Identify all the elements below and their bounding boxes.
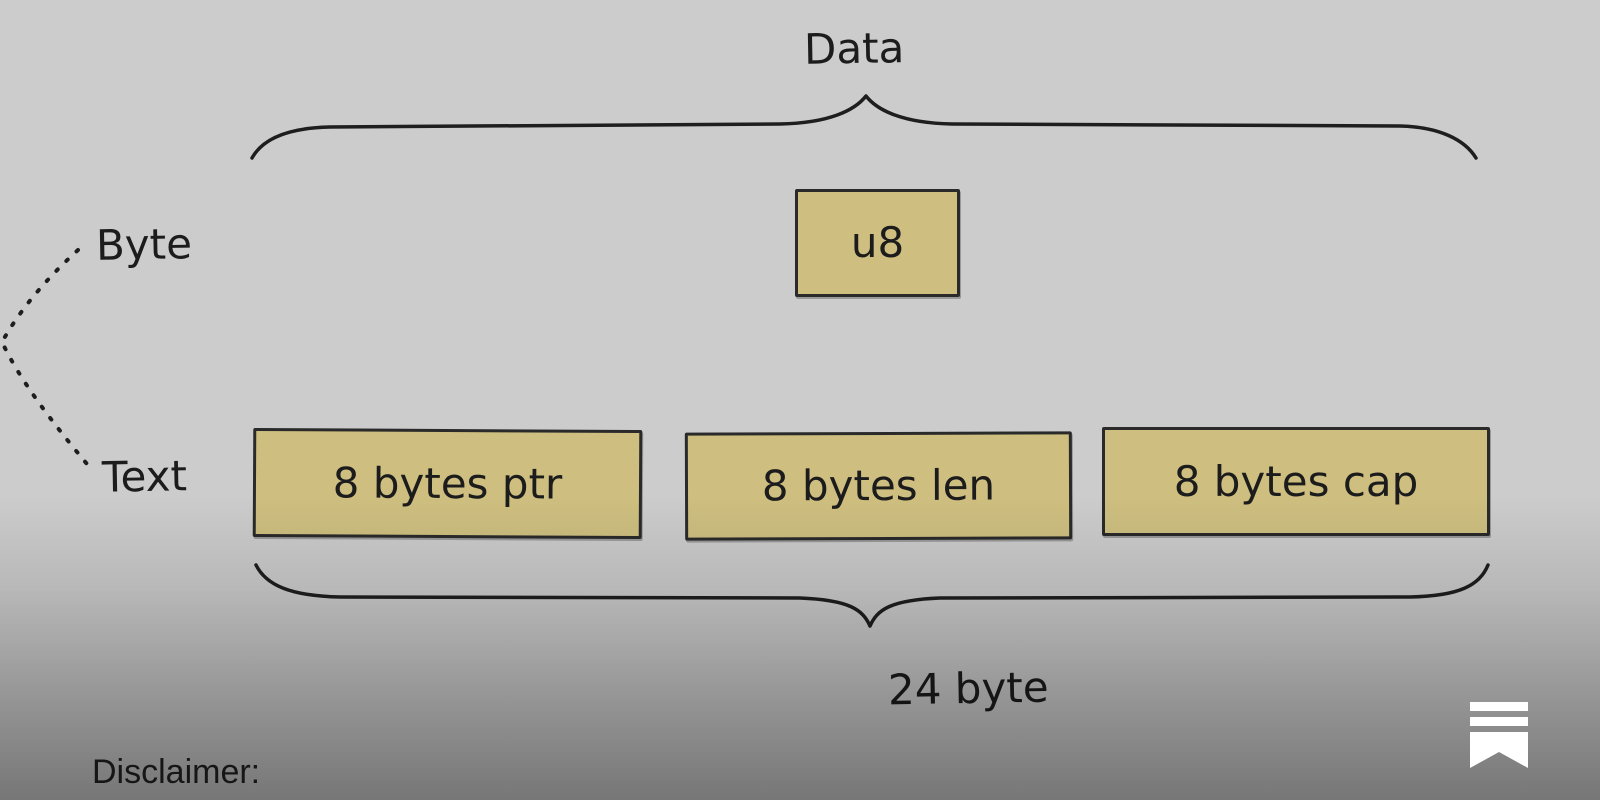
ptr-box-label: 8 bytes ptr bbox=[332, 457, 563, 509]
len-box: 8 bytes len bbox=[684, 431, 1073, 541]
ptr-box: 8 bytes ptr bbox=[252, 427, 643, 540]
top-brace-label: Data bbox=[803, 23, 905, 74]
dotted-connector bbox=[0, 248, 94, 472]
cap-box: 8 bytes cap bbox=[1102, 427, 1490, 536]
row-label-text: Text bbox=[101, 451, 188, 502]
row-label-byte: Byte bbox=[95, 219, 193, 270]
top-brace bbox=[250, 94, 1478, 160]
u8-box: u8 bbox=[795, 189, 960, 297]
len-box-label: 8 bytes len bbox=[761, 460, 996, 511]
disclaimer-text: Disclaimer: bbox=[92, 753, 261, 791]
cap-box-label: 8 bytes cap bbox=[1173, 456, 1419, 506]
bookmark-icon[interactable] bbox=[1470, 702, 1528, 768]
u8-box-label: u8 bbox=[850, 218, 905, 267]
bottom-brace-label: 24 byte bbox=[887, 662, 1050, 715]
bottom-brace bbox=[254, 563, 1490, 628]
